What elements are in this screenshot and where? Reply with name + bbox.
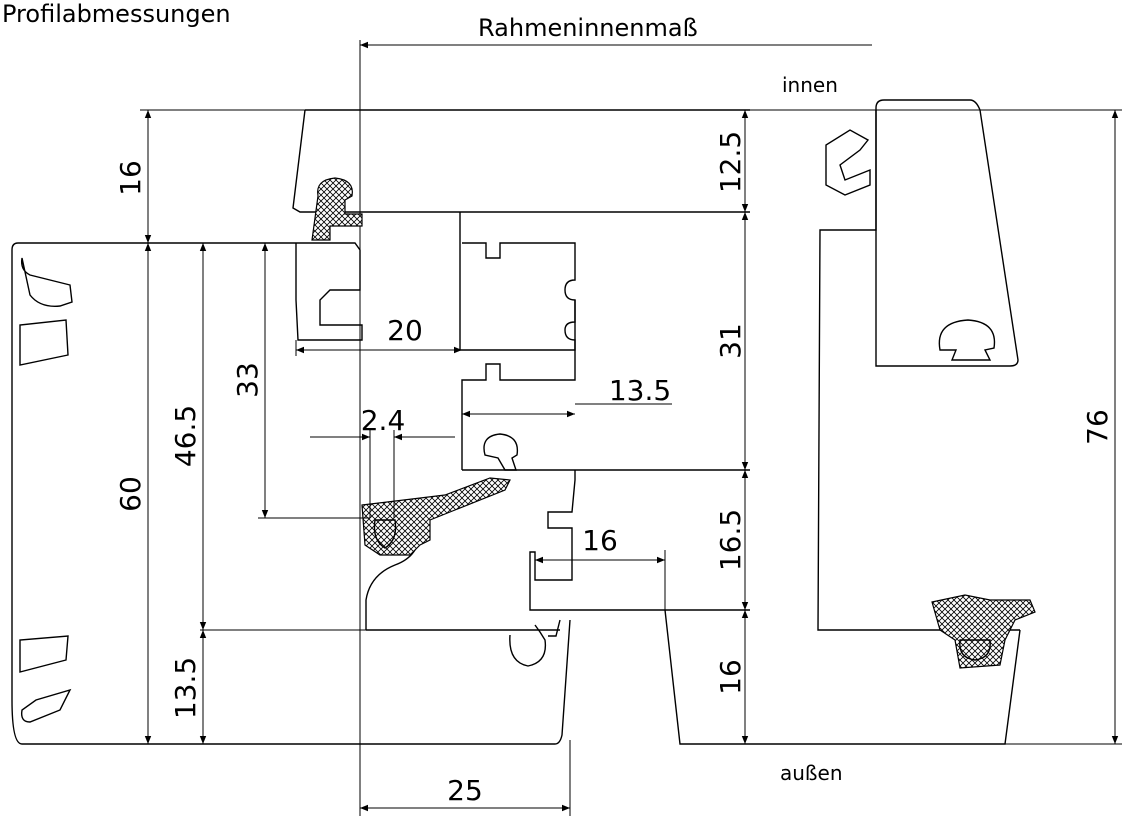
sash-profile	[292, 109, 750, 611]
drawing-title: Profilabmessungen	[2, 0, 231, 28]
dim-16-5: 16.5	[714, 509, 747, 571]
outside-label: außen	[780, 761, 843, 785]
dim-31: 31	[714, 323, 747, 359]
dim-16-top: 16	[114, 160, 147, 196]
dim-25: 25	[447, 774, 483, 807]
dimension-lines	[140, 109, 1122, 816]
dimension-labels: 16 60 46.5 13.5 33 20 2.4 13.5 16 25 12.…	[114, 131, 1114, 807]
gaskets	[311, 177, 1036, 669]
dim-12-5: 12.5	[714, 131, 747, 193]
dim-13-5-left: 13.5	[169, 657, 202, 719]
dim-76: 76	[1081, 409, 1114, 445]
dim-13-5-right: 13.5	[609, 374, 671, 407]
dim-60: 60	[114, 476, 147, 512]
dim-16-mid: 16	[582, 524, 618, 557]
inside-label: innen	[782, 73, 838, 97]
dim-20: 20	[387, 314, 423, 347]
dim-33: 33	[231, 362, 264, 398]
frame-inner-dimension-label: Rahmeninnenmaß	[478, 14, 698, 42]
dim-46-5: 46.5	[169, 405, 202, 467]
frame-inner-arrow	[359, 40, 872, 816]
dim-16-bottom: 16	[714, 659, 747, 695]
left-frame-profile	[11, 242, 571, 745]
dim-2-4: 2.4	[361, 404, 406, 437]
